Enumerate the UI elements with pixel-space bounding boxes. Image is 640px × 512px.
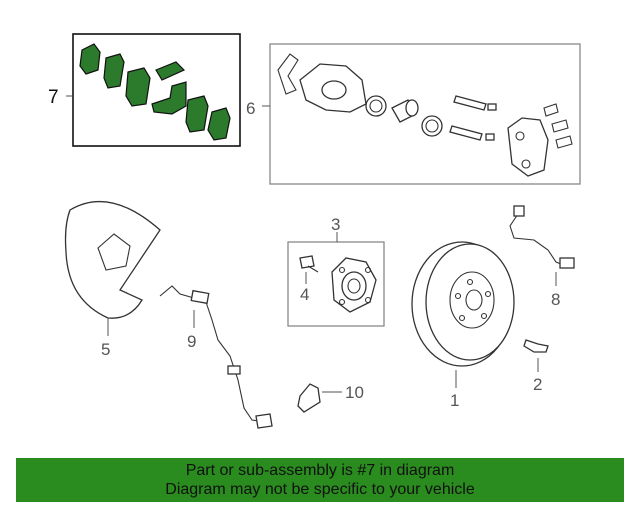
caliper-kit-group[interactable] [262,43,581,185]
mounting-bracket [297,383,321,413]
pad-shim-2 [207,107,231,141]
rotor-face [425,243,515,361]
banner-line-2: Diagram may not be specific to your vehi… [165,481,475,498]
pad-retainer-1 [543,103,559,117]
callout-3: 3 [331,215,340,234]
callout-9: 9 [187,332,196,351]
caliper-bore [321,80,347,100]
caliper-clip [277,53,299,95]
callout-8: 8 [551,290,560,309]
rotor-screw [523,339,549,353]
piston-boot [421,115,443,137]
abs-harness-group[interactable] [159,285,273,429]
abs-sensor-plug [559,257,575,269]
bracket-group[interactable] [297,383,342,413]
pad-4 [185,95,209,133]
pad-shim-1 [79,43,101,75]
callout-10: 10 [345,383,364,402]
abs-sensor-group[interactable] [509,205,575,286]
callout-4: 4 [300,285,309,304]
harness-connector [190,289,210,305]
hub-center [341,271,367,301]
shield-hub-opening [97,233,131,271]
pad-clip [155,61,186,81]
guide-pin-2 [449,125,483,141]
splash-shield [64,200,161,319]
guide-pin-1 [453,95,487,111]
abs-sensor-wire [509,213,567,267]
pad-retainer-3 [555,135,573,149]
hub-bearing-group[interactable] [287,232,385,327]
pad-2 [125,67,151,107]
hub-bolt [299,255,315,269]
brake-pad-set-group[interactable] [66,33,241,147]
info-banner: Part or sub-assembly is #7 in diagram Di… [16,458,624,502]
pad-retainer-2 [551,119,569,133]
pad-1 [103,53,125,89]
rotor-screw-group[interactable] [523,339,549,372]
rotor-hat [449,271,495,329]
abs-harness-wire [159,285,267,423]
callout-5: 5 [101,340,110,359]
banner-line-1: Part or sub-assembly is #7 in diagram [185,462,455,479]
callout-2: 2 [533,375,542,394]
splash-shield-group[interactable] [64,200,161,336]
brake-rotor-group[interactable] [411,241,515,388]
callout-6: 6 [246,99,255,118]
callout-7: 7 [48,87,59,108]
harness-plug [255,413,273,429]
piston-seal [365,95,387,117]
callout-1: 1 [450,391,459,410]
abs-sensor-head [513,205,525,217]
parts-diagram: 7 6 3 4 5 9 10 1 2 8 [48,33,581,429]
pad-3 [151,81,187,115]
